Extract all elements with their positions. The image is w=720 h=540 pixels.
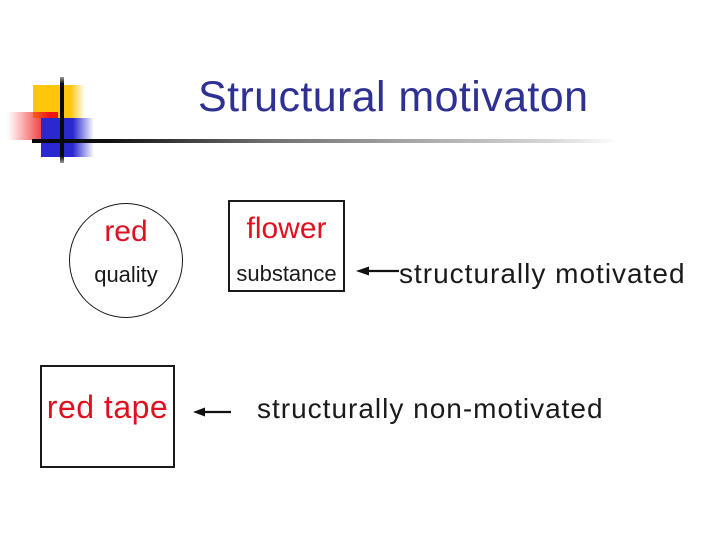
non-motivated-box-word: red tape xyxy=(46,389,169,425)
motivated-annotation: structurally motivated xyxy=(399,258,686,289)
title-divider-line xyxy=(32,139,620,143)
logo-vertical-line xyxy=(60,77,64,163)
motivated-box-word: flower xyxy=(246,212,327,245)
motivated-box-category: substance xyxy=(236,261,337,286)
motivated-circle-category: quality xyxy=(94,262,158,287)
motivated-concept-ellipse: red quality xyxy=(69,203,183,318)
logo-blue-square xyxy=(41,118,94,157)
slide-title: Structural motivaton xyxy=(198,73,589,121)
motivated-word-box: flower substance xyxy=(228,200,345,292)
motivated-circle-word: red xyxy=(104,215,148,248)
non-motivated-annotation: structurally non-motivated xyxy=(257,393,604,424)
left-arrow-icon xyxy=(356,266,399,276)
left-arrow-icon xyxy=(193,407,231,417)
non-motivated-word-box: red tape xyxy=(40,365,175,468)
